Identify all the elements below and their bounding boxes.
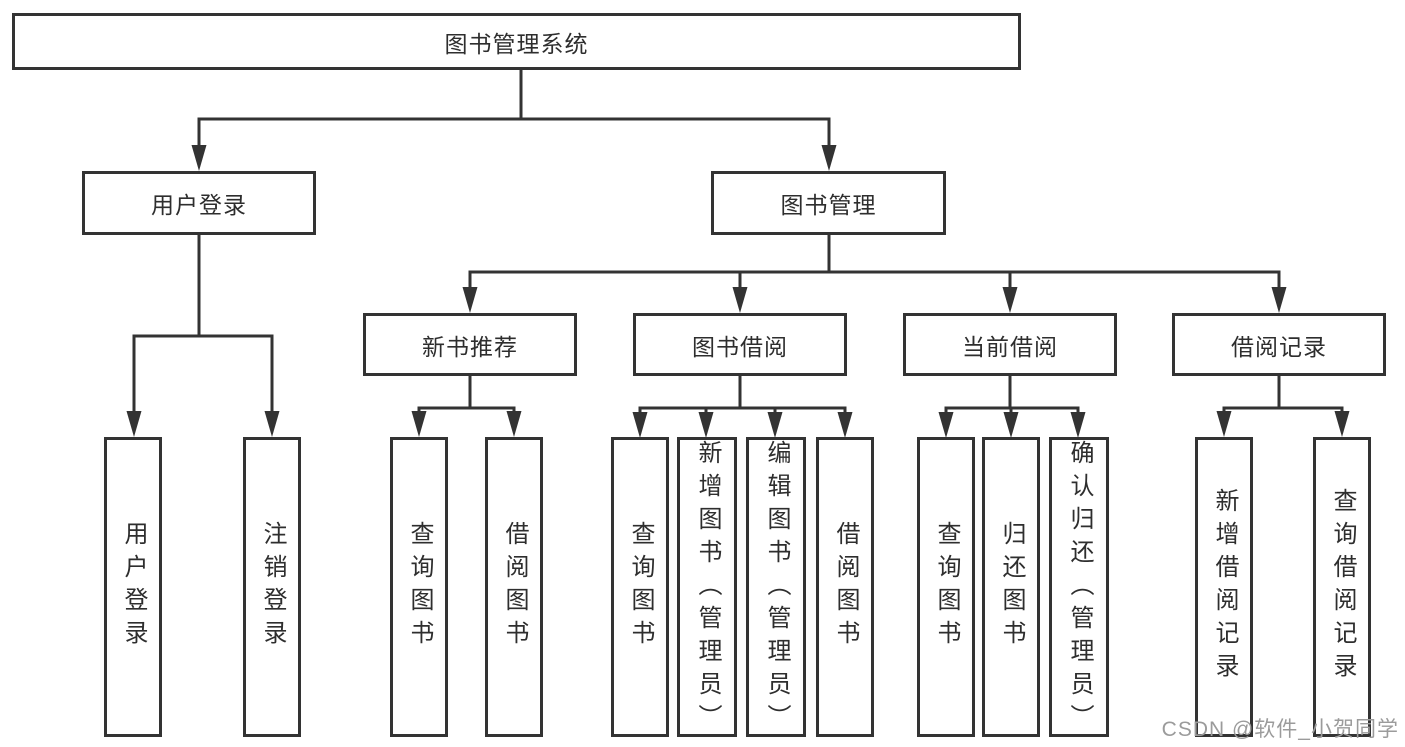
leaf-edit-books-admin: 编辑图书（管理员） (746, 437, 806, 737)
leaf-add-books-admin: 新增图书（管理员） (677, 437, 737, 737)
node-label: 当前借阅 (962, 333, 1058, 360)
node-label: 编辑图书（管理员） (763, 440, 790, 737)
leaf-query-books-borrow: 查询图书 (611, 437, 669, 737)
node-label: 借阅图书 (501, 521, 528, 653)
node-label: 查询图书 (627, 521, 654, 653)
node-book-borrow: 图书借阅 (633, 313, 847, 376)
node-label: 注销登录 (259, 521, 286, 653)
node-label: 查询图书 (933, 521, 960, 653)
leaf-add-borrow-record: 新增借阅记录 (1195, 437, 1253, 737)
leaf-logout: 注销登录 (243, 437, 301, 737)
arrowheads (126, 145, 1350, 438)
node-label: 新增图书（管理员） (694, 440, 721, 737)
leaf-confirm-return-admin: 确认归还（管理员） (1049, 437, 1109, 737)
leaf-return-books: 归还图书 (982, 437, 1040, 737)
node-book-management: 图书管理 (711, 171, 946, 235)
leaf-query-borrow-record: 查询借阅记录 (1313, 437, 1371, 737)
leaf-user-login: 用户登录 (104, 437, 162, 737)
leaf-borrow-books-recommend: 借阅图书 (485, 437, 543, 737)
node-label: 借阅图书 (832, 521, 859, 653)
node-label: 归还图书 (998, 521, 1025, 653)
node-label: 图书借阅 (692, 333, 788, 360)
node-current-borrow: 当前借阅 (903, 313, 1117, 376)
node-library-management-system: 图书管理系统 (12, 13, 1021, 70)
node-label: 用户登录 (151, 192, 247, 218)
node-label: 查询借阅记录 (1329, 488, 1356, 686)
node-label: 新书推荐 (422, 333, 518, 360)
csdn-watermark: CSDN @软件_小贺同学 (1161, 718, 1399, 741)
node-label: 查询图书 (406, 521, 433, 653)
node-label: 图书管理 (780, 192, 877, 218)
node-label: 借阅记录 (1231, 333, 1327, 360)
leaf-query-books-recommend: 查询图书 (390, 437, 448, 737)
node-label: 确认归还（管理员） (1066, 440, 1093, 737)
leaf-borrow-books: 借阅图书 (816, 437, 874, 737)
node-label: 用户登录 (120, 521, 147, 653)
node-user-login: 用户登录 (82, 171, 316, 235)
node-borrow-records: 借阅记录 (1172, 313, 1386, 376)
node-new-book-recommend: 新书推荐 (363, 313, 577, 376)
node-label: 图书管理系统 (444, 30, 589, 57)
leaf-query-books-current: 查询图书 (917, 437, 975, 737)
node-label: 新增借阅记录 (1211, 488, 1238, 686)
